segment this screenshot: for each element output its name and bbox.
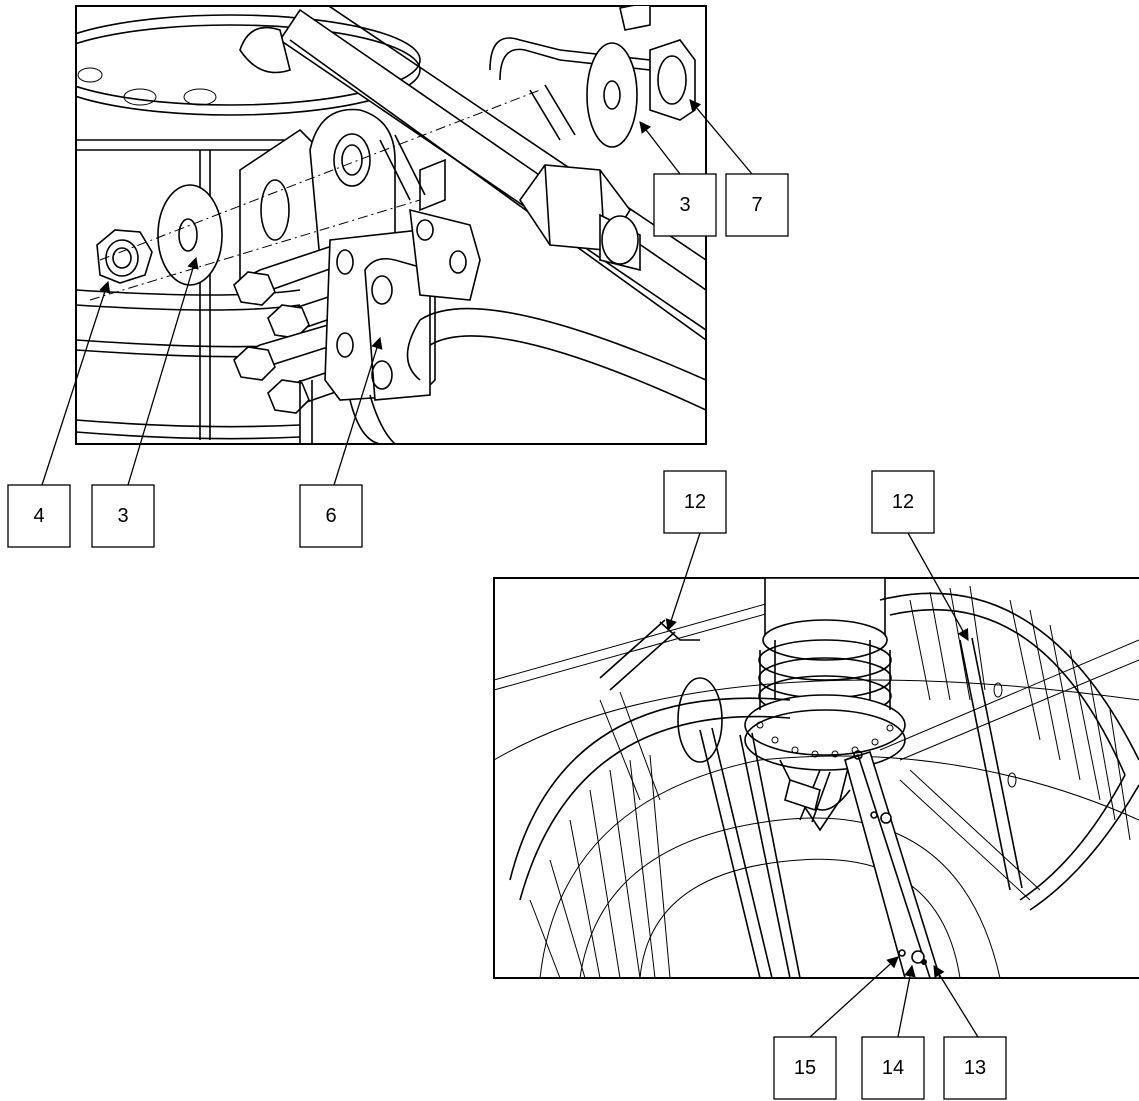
leader-3-right	[639, 121, 681, 175]
leader-12-left	[665, 532, 701, 632]
callout-label-6: 6	[325, 505, 336, 527]
guard-right	[879, 585, 1139, 911]
flange-bolt-holes	[756, 721, 894, 758]
callout-label-14: 14	[882, 1057, 904, 1079]
guard-left	[509, 619, 801, 978]
callout-box-12-right	[871, 470, 935, 534]
callout-box-14	[861, 1036, 925, 1100]
callout-label-3-left: 3	[117, 505, 128, 527]
leader-4	[41, 280, 111, 486]
leader-12-right	[907, 532, 969, 642]
callout-box-13	[943, 1036, 1007, 1100]
leader-15	[809, 956, 899, 1038]
callout-label-4: 4	[33, 505, 44, 527]
bottom-callouts: 12 12 15 14 13	[663, 470, 1007, 1100]
callout-box-3-left	[91, 484, 155, 548]
leader-6	[333, 336, 383, 486]
top-view-drawing	[76, 6, 706, 444]
bottom-view-drawing	[494, 578, 1139, 978]
leader-lines	[41, 99, 979, 1038]
callout-box-12-left	[663, 470, 727, 534]
callout-label-7: 7	[751, 194, 762, 216]
top-callouts: 3 7 4 3 6	[7, 173, 789, 548]
leader-14	[897, 964, 916, 1038]
callout-label-12-left: 12	[684, 491, 706, 513]
support-strut	[844, 750, 941, 978]
callout-label-13: 13	[964, 1057, 986, 1079]
top-detail-view	[75, 5, 707, 445]
callout-label-12-right: 12	[892, 491, 914, 513]
callout-box-6	[299, 484, 363, 548]
callout-box-7	[725, 173, 789, 237]
leader-7	[689, 99, 753, 175]
callout-label-3-right: 3	[679, 194, 690, 216]
leader-13	[933, 965, 979, 1038]
callout-box-4	[7, 484, 71, 548]
bottom-detail-view	[493, 577, 1139, 979]
callout-box-3-right	[653, 173, 717, 237]
leader-3-left	[127, 256, 199, 486]
callout-label-15: 15	[794, 1057, 816, 1079]
callout-box-15	[773, 1036, 837, 1100]
